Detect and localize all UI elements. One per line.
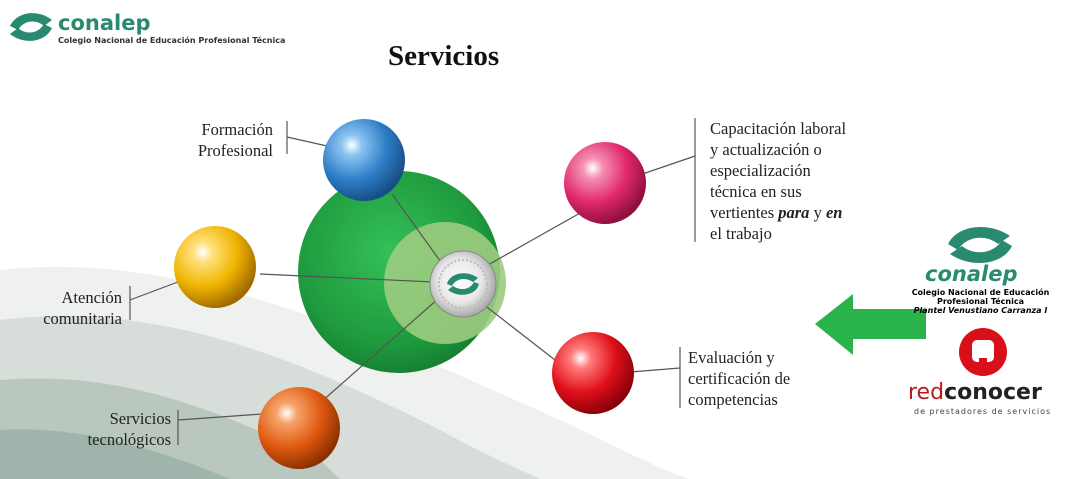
label-formacion-line2: Profesional (197, 141, 273, 160)
sphere-servicios (258, 387, 340, 469)
label-servicios: Servicios tecnológicos (60, 408, 171, 450)
right-logo-subtitle: Colegio Nacional de Educación Profesiona… (898, 288, 1063, 315)
background-swoosh-4 (0, 429, 230, 479)
label-servicios-line2: tecnológicos (87, 430, 171, 449)
right-logo-sub3: Plantel Venustiano Carranza I (913, 306, 1048, 315)
header-logo-subtitle: Colegio Nacional de Educación Profesiona… (58, 36, 286, 45)
label-capacitacion-line5: vertientes para y en (710, 202, 890, 223)
conocer-wordmark: redconocer (908, 380, 1042, 405)
label-atencion: Atención comunitaria (10, 287, 122, 329)
label-capacitacion-line2: y actualización o (710, 140, 822, 159)
label-capacitacion-line6: el trabajo (710, 224, 772, 243)
conocer-red-text: red (908, 380, 945, 405)
label-capacitacion: Capacitación laboral y actualización o e… (710, 118, 890, 244)
label-formacion-line1: Formación (201, 120, 274, 139)
sphere-capacitacion (564, 142, 646, 224)
pointer-servicios (177, 413, 263, 421)
line5-mid: y (809, 203, 826, 222)
right-logo-sub1: Colegio Nacional de Educación (911, 288, 1050, 297)
conalep-right-logo-icon (948, 226, 1012, 264)
sphere-formacion (323, 119, 405, 201)
sphere-atencion (174, 226, 256, 308)
conalep-logo-icon (10, 13, 52, 41)
sphere-evaluacion (552, 332, 634, 414)
line5-en: en (825, 203, 843, 222)
label-formacion: Formación Profesional (160, 119, 273, 161)
connector-servicios (311, 282, 457, 411)
label-evaluacion: Evaluación y certificación de competenci… (688, 347, 838, 410)
right-logo-text: conalep (925, 262, 1018, 286)
label-capacitacion-line3: especialización (710, 161, 811, 180)
label-evaluacion-line2: certificación de (688, 369, 791, 388)
right-logo-sub2: Profesional Técnica (937, 297, 1024, 306)
label-evaluacion-line3: competencias (688, 390, 778, 409)
conocer-bold-text: conocer (944, 380, 1042, 405)
label-atencion-line2: comunitaria (43, 309, 122, 328)
conocer-subtitle: de prestadores de servicios (914, 407, 1052, 416)
label-evaluacion-line1: Evaluación y (688, 348, 775, 367)
core-ring (438, 259, 488, 309)
label-capacitacion-line1: Capacitación laboral (710, 119, 847, 138)
line5-pre: vertientes (710, 203, 779, 222)
green-arrow-icon (815, 294, 926, 355)
label-capacitacion-line4: técnica en sus (710, 182, 802, 201)
line5-para: para (778, 203, 810, 222)
conocer-logo-icon (959, 328, 1007, 376)
connector-atencion (259, 273, 457, 284)
label-servicios-line1: Servicios (109, 409, 171, 428)
label-atencion-line1: Atención (61, 288, 122, 307)
core-conalep-icon (447, 273, 479, 295)
page-title: Servicios (388, 40, 500, 72)
header-logo-text: conalep (58, 11, 151, 35)
